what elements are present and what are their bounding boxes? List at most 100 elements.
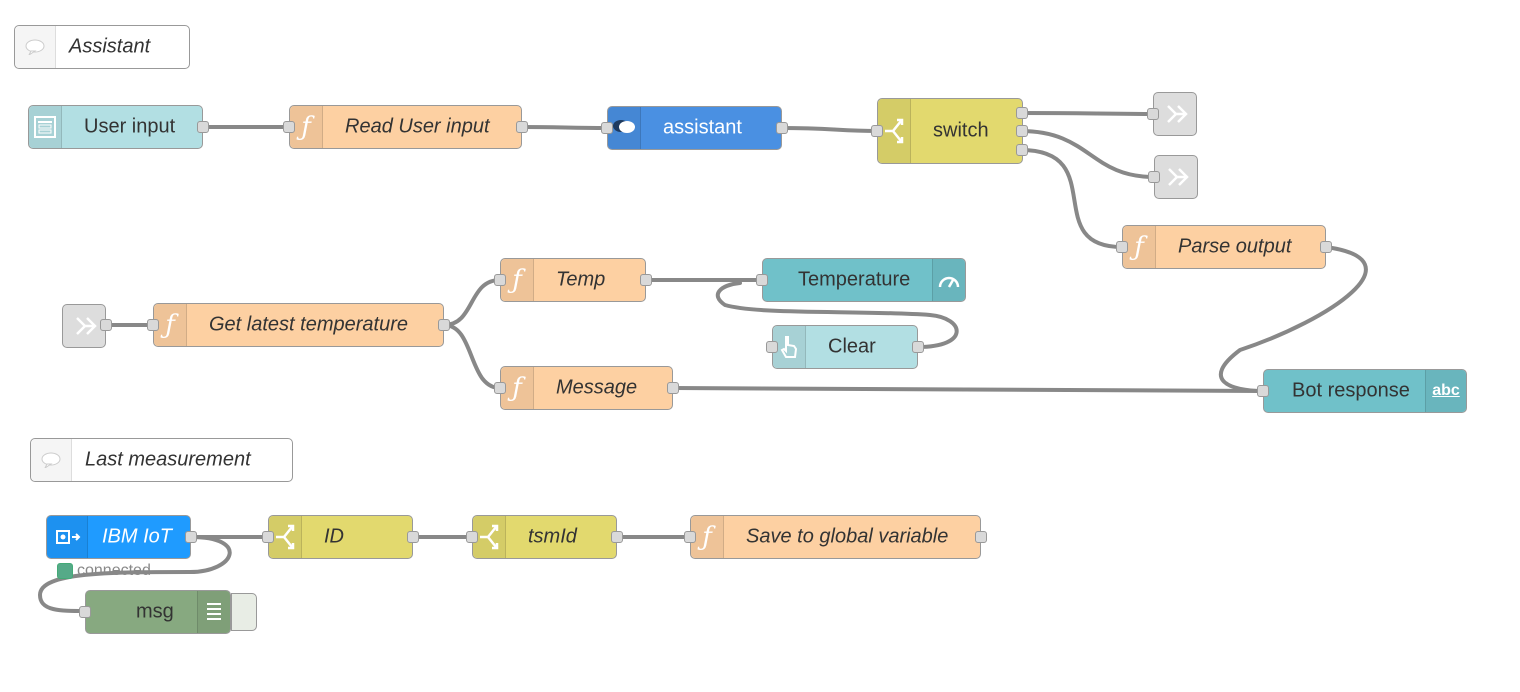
- input-port[interactable]: [147, 319, 159, 331]
- output-port[interactable]: [516, 121, 528, 133]
- comment-label: Last measurement: [85, 448, 251, 471]
- output-port[interactable]: [912, 341, 924, 353]
- node-label: Temp: [556, 268, 606, 291]
- function-icon: ƒ: [1123, 226, 1156, 268]
- wire-message-botresponse: [671, 386, 1265, 393]
- node-get-latest-temperature[interactable]: ƒ Get latest temperature: [153, 303, 444, 347]
- wire-switch-parse: [1019, 148, 1124, 249]
- node-label: ID: [324, 525, 344, 548]
- input-port[interactable]: [601, 122, 613, 134]
- switch-icon: [473, 516, 506, 558]
- node-link-out-1[interactable]: [1153, 92, 1197, 136]
- node-label: switch: [933, 119, 989, 142]
- output-port[interactable]: [185, 531, 197, 543]
- input-port[interactable]: [283, 121, 295, 133]
- node-tsmid-switch[interactable]: tsmId: [472, 515, 617, 559]
- output-port[interactable]: [1016, 107, 1028, 119]
- node-temp[interactable]: ƒ Temp: [500, 258, 646, 302]
- comment-icon: [15, 26, 56, 68]
- chat-bubble-icon: [608, 107, 641, 149]
- node-label: IBM IoT: [102, 525, 173, 548]
- switch-icon: [269, 516, 302, 558]
- comment-label: Assistant: [69, 35, 151, 58]
- output-port[interactable]: [640, 274, 652, 286]
- comment-assistant[interactable]: Assistant: [14, 25, 190, 69]
- node-label: Clear: [828, 335, 876, 358]
- output-port[interactable]: [975, 531, 987, 543]
- input-port[interactable]: [766, 341, 778, 353]
- gauge-icon: [932, 259, 965, 301]
- node-save-global[interactable]: ƒ Save to global variable: [690, 515, 981, 559]
- input-port[interactable]: [684, 531, 696, 543]
- node-id-switch[interactable]: ID: [268, 515, 413, 559]
- wire-assistant-switch: [780, 126, 879, 133]
- input-port[interactable]: [1147, 108, 1159, 120]
- comment-last-measurement[interactable]: Last measurement: [30, 438, 293, 482]
- input-port[interactable]: [494, 274, 506, 286]
- node-label: Temperature: [798, 268, 911, 291]
- output-port[interactable]: [667, 382, 679, 394]
- node-parse-output[interactable]: ƒ Parse output: [1122, 225, 1326, 269]
- switch-icon: [878, 99, 911, 163]
- node-label: User input: [84, 115, 176, 138]
- link-out-icon: [1154, 93, 1198, 135]
- wire-switch-link2: [1019, 129, 1156, 179]
- node-link-in[interactable]: [62, 304, 106, 348]
- status-text: connected: [77, 562, 151, 579]
- output-port[interactable]: [1320, 241, 1332, 253]
- input-port[interactable]: [1257, 385, 1269, 397]
- abc-glyph: abc: [1432, 382, 1460, 399]
- node-label: Bot response: [1292, 379, 1410, 402]
- debug-toggle-button[interactable]: [231, 593, 257, 631]
- function-icon: ƒ: [290, 106, 323, 148]
- input-port[interactable]: [79, 606, 91, 618]
- node-debug-msg[interactable]: msg: [85, 590, 231, 634]
- output-port[interactable]: [100, 319, 112, 331]
- node-status: connected: [57, 562, 151, 580]
- input-port[interactable]: [262, 531, 274, 543]
- input-port[interactable]: [1148, 171, 1160, 183]
- function-icon: ƒ: [501, 259, 534, 301]
- node-assistant[interactable]: assistant: [607, 106, 782, 150]
- node-label: Parse output: [1178, 235, 1292, 258]
- link-out-icon: [1155, 156, 1199, 198]
- output-port[interactable]: [1016, 125, 1028, 137]
- node-link-out-2[interactable]: [1154, 155, 1198, 199]
- iot-chip-icon: [47, 516, 88, 558]
- status-dot: [57, 563, 73, 579]
- link-in-icon: [63, 305, 107, 347]
- wire-read-assistant: [519, 125, 609, 130]
- node-switch[interactable]: switch: [877, 98, 1023, 164]
- input-port[interactable]: [871, 125, 883, 137]
- input-port[interactable]: [466, 531, 478, 543]
- text-abc-icon: abc: [1425, 370, 1466, 412]
- node-user-input[interactable]: User input: [28, 105, 203, 149]
- node-label: msg: [136, 600, 174, 623]
- output-port[interactable]: [197, 121, 209, 133]
- node-label: Read User input: [345, 115, 490, 138]
- node-ibm-iot[interactable]: IBM IoT: [46, 515, 191, 559]
- hand-pointer-icon: [773, 326, 806, 368]
- node-label: tsmId: [528, 525, 577, 548]
- node-read-user-input[interactable]: ƒ Read User input: [289, 105, 522, 149]
- input-port[interactable]: [756, 274, 768, 286]
- node-temperature-gauge[interactable]: Temperature: [762, 258, 966, 302]
- wire-switch-link1: [1019, 111, 1155, 116]
- function-icon: ƒ: [691, 516, 724, 558]
- input-port[interactable]: [1116, 241, 1128, 253]
- input-port[interactable]: [494, 382, 506, 394]
- output-port[interactable]: [1016, 144, 1028, 156]
- output-port[interactable]: [776, 122, 788, 134]
- output-port[interactable]: [611, 531, 623, 543]
- output-port[interactable]: [438, 319, 450, 331]
- wire-getlatest-message: [442, 323, 502, 390]
- node-label: Get latest temperature: [209, 313, 408, 336]
- node-bot-response[interactable]: Bot response abc: [1263, 369, 1467, 413]
- node-label: Message: [556, 376, 638, 399]
- output-port[interactable]: [407, 531, 419, 543]
- wire-getlatest-temp: [442, 278, 502, 327]
- form-icon: [29, 106, 62, 148]
- node-message[interactable]: ƒ Message: [500, 366, 673, 410]
- node-clear-button[interactable]: Clear: [772, 325, 918, 369]
- node-label: Save to global variable: [746, 525, 949, 548]
